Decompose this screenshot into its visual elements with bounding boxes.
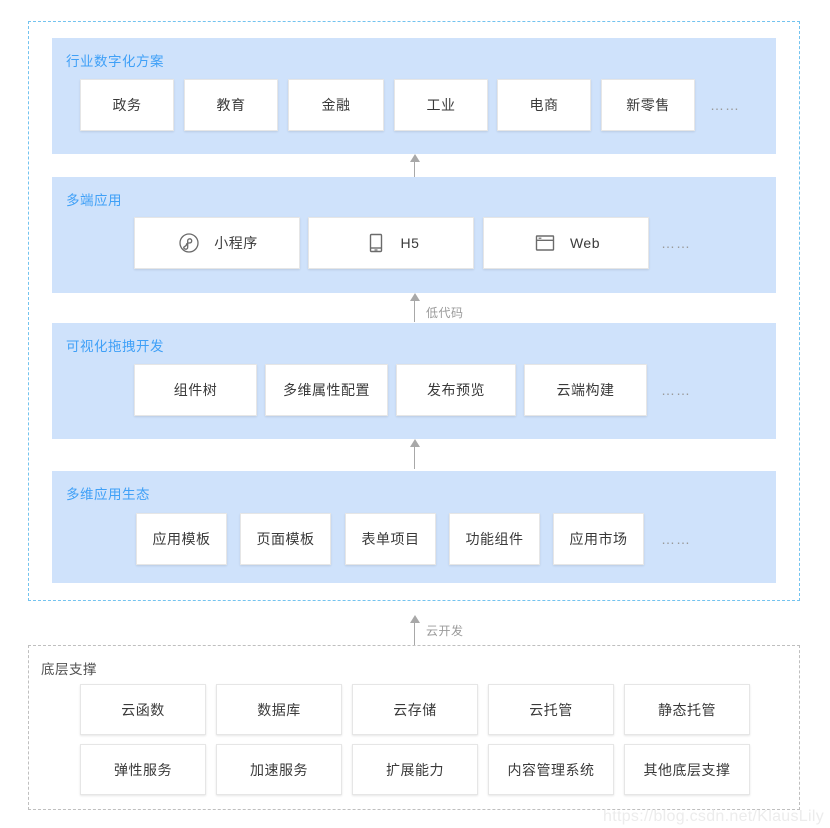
miniprogram-icon <box>176 230 202 256</box>
card-industry-3[interactable]: 工业 <box>394 79 488 131</box>
layer-industry-title: 行业数字化方案 <box>66 54 164 69</box>
foundation-dashed-container: 底层支撑 <box>28 645 800 810</box>
card-multiend-web[interactable]: Web <box>483 217 649 269</box>
card-label: 政务 <box>112 97 142 113</box>
card-label: 云端构建 <box>556 382 615 398</box>
card-visual-1[interactable]: 多维属性配置 <box>265 364 388 416</box>
arrow-head-icon <box>410 154 420 162</box>
arrow-head-icon <box>410 293 420 301</box>
card-label: 金融 <box>321 97 351 113</box>
layer-ecosystem-title: 多维应用生态 <box>66 487 150 502</box>
card-industry-2[interactable]: 金融 <box>288 79 384 131</box>
card-multiend-h5[interactable]: H5 <box>308 217 474 269</box>
card-label: 教育 <box>216 97 246 113</box>
card-industry-1[interactable]: 教育 <box>184 79 278 131</box>
card-ecosystem-4[interactable]: 应用市场 <box>553 513 644 565</box>
arrow-head-icon <box>410 615 420 623</box>
ellipsis-ecosystem: …… <box>661 531 691 547</box>
arrow-shaft <box>414 621 415 645</box>
card-label: 新零售 <box>626 97 670 113</box>
card-industry-4[interactable]: 电商 <box>497 79 591 131</box>
card-foundation-r1-3[interactable]: 云托管 <box>488 684 614 735</box>
ellipsis-multiend: …… <box>661 235 691 251</box>
card-visual-0[interactable]: 组件树 <box>134 364 257 416</box>
card-label: 加速服务 <box>250 761 308 778</box>
card-label: 数据库 <box>257 701 301 718</box>
layer-foundation-title: 底层支撑 <box>41 662 97 677</box>
arrow-head-icon <box>410 439 420 447</box>
mobile-phone-icon <box>363 230 389 256</box>
arrow-shaft <box>414 299 415 322</box>
card-label: 发布预览 <box>427 382 485 398</box>
card-ecosystem-2[interactable]: 表单项目 <box>345 513 436 565</box>
card-label: 页面模板 <box>256 531 315 547</box>
card-foundation-r1-4[interactable]: 静态托管 <box>624 684 750 735</box>
card-label: 扩展能力 <box>386 761 444 778</box>
card-foundation-r1-1[interactable]: 数据库 <box>216 684 342 735</box>
card-foundation-r2-0[interactable]: 弹性服务 <box>80 744 206 795</box>
connector-label-lowcode: 低代码 <box>426 306 464 320</box>
card-ecosystem-0[interactable]: 应用模板 <box>136 513 227 565</box>
card-foundation-r2-1[interactable]: 加速服务 <box>216 744 342 795</box>
connector-arrow-industry <box>408 154 422 177</box>
card-label: 其他底层支撑 <box>643 761 731 778</box>
card-label: 功能组件 <box>465 531 524 547</box>
card-foundation-r1-2[interactable]: 云存储 <box>352 684 478 735</box>
card-ecosystem-1[interactable]: 页面模板 <box>240 513 331 565</box>
card-foundation-r2-4[interactable]: 其他底层支撑 <box>624 744 750 795</box>
connector-label-clouddev: 云开发 <box>426 624 464 638</box>
card-label: 云函数 <box>121 701 165 718</box>
card-label: 多维属性配置 <box>283 382 370 398</box>
card-industry-0[interactable]: 政务 <box>80 79 174 131</box>
card-label: Web <box>569 235 601 251</box>
card-industry-5[interactable]: 新零售 <box>601 79 695 131</box>
ellipsis-industry: …… <box>710 97 740 113</box>
connector-arrow-multiend <box>408 293 422 322</box>
connector-arrow-visual <box>408 439 422 469</box>
card-foundation-r2-3[interactable]: 内容管理系统 <box>488 744 614 795</box>
browser-window-icon <box>532 230 558 256</box>
card-label: 应用模板 <box>152 531 211 547</box>
card-label: 内容管理系统 <box>507 761 595 778</box>
card-label: 表单项目 <box>361 531 420 547</box>
card-label: 弹性服务 <box>114 761 172 778</box>
layer-multiend-title: 多端应用 <box>66 193 122 208</box>
card-label: H5 <box>400 235 420 251</box>
card-label: 云托管 <box>529 701 573 718</box>
card-visual-3[interactable]: 云端构建 <box>524 364 647 416</box>
arrow-shaft <box>414 445 415 469</box>
arrow-shaft <box>414 160 415 177</box>
card-label: 组件树 <box>173 382 218 398</box>
connector-arrow-ecosystem <box>408 615 422 645</box>
card-label: 云存储 <box>393 701 437 718</box>
layer-visual-title: 可视化拖拽开发 <box>66 339 164 354</box>
card-multiend-miniprogram[interactable]: 小程序 <box>134 217 300 269</box>
card-foundation-r1-0[interactable]: 云函数 <box>80 684 206 735</box>
card-visual-2[interactable]: 发布预览 <box>396 364 516 416</box>
upper-dashed-container <box>28 21 800 601</box>
card-ecosystem-3[interactable]: 功能组件 <box>449 513 540 565</box>
card-label: 电商 <box>529 97 559 113</box>
card-foundation-r2-2[interactable]: 扩展能力 <box>352 744 478 795</box>
card-label: 静态托管 <box>658 701 716 718</box>
card-label: 工业 <box>426 97 456 113</box>
card-label: 小程序 <box>214 235 258 251</box>
watermark-text: https://blog.csdn.net/KlausLily <box>603 808 824 825</box>
ellipsis-visual: …… <box>661 382 691 398</box>
card-label: 应用市场 <box>569 531 628 547</box>
